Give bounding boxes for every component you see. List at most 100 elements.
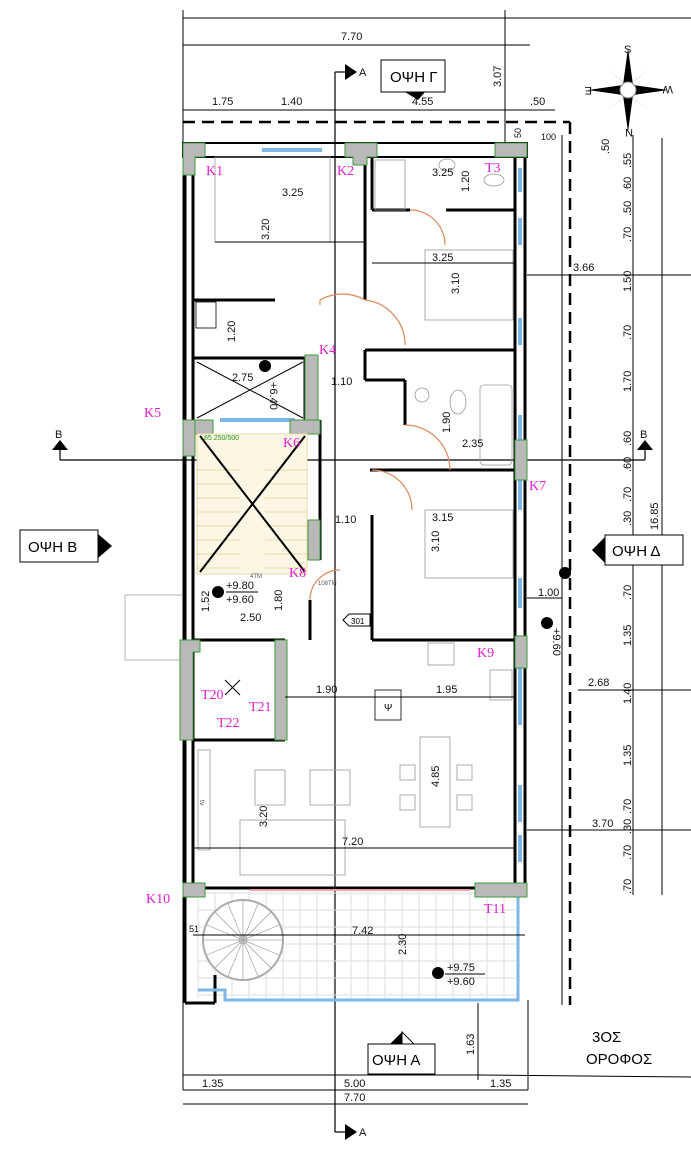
doors	[309, 209, 451, 601]
dim-bottom-1: 1.35	[202, 1078, 223, 1090]
dim-room-19: 1.95	[436, 684, 457, 696]
label-k5: K5	[144, 406, 161, 421]
dim-room-6: 1.20	[226, 321, 238, 342]
label-t20: T20	[201, 688, 224, 703]
level-right: +9.60	[550, 628, 562, 656]
dim-right-19: .70	[622, 879, 634, 894]
dim-room-2: 3.25	[432, 167, 453, 179]
stair-spec: 85 250/500	[204, 435, 239, 442]
dim-bottom-2: 5.00	[344, 1078, 365, 1090]
section-b-left-label: B	[55, 429, 62, 441]
staircase	[196, 361, 308, 575]
compass-s: S	[624, 44, 631, 56]
dim-room-16: 2.50	[240, 612, 261, 624]
dim-right-2: .60	[622, 177, 634, 192]
label-t22: T22	[217, 716, 240, 731]
dim-room-12: 1.10	[335, 514, 356, 526]
dim-right-overall: 16.85	[649, 502, 661, 530]
dim-room-11: 2.35	[462, 438, 483, 450]
dim-top-100: 100	[541, 132, 556, 142]
elevation-marker-left	[19, 529, 112, 563]
section-a-top-arrow-icon	[345, 64, 357, 80]
dim-right-8: .60	[622, 431, 634, 446]
walls	[182, 142, 528, 1005]
section-b-right-label: B	[640, 429, 647, 441]
level-balcony-bottom: +9.60	[447, 976, 475, 988]
tag-301-label: 301	[351, 617, 365, 626]
level-stair-top: +9.80	[226, 580, 254, 592]
site-boundary	[124, 10, 691, 1090]
dim-room-13: 3.15	[432, 512, 453, 524]
dim-right-0: .50	[600, 139, 612, 154]
dim-room-23: 7.42	[352, 925, 373, 937]
dim-right-17: .30	[622, 819, 634, 834]
flue-symbol: Ψ	[384, 703, 392, 714]
level-balcony-top: +9.75	[447, 962, 475, 974]
dim-bottom-overall: 7.70	[344, 1092, 365, 1104]
dim-room-9: 1.10	[331, 376, 352, 388]
label-t11: T11	[484, 902, 506, 917]
dim-right-16: .70	[622, 799, 634, 814]
dim-right-12: .70	[622, 585, 634, 600]
dim-right-6: .70	[622, 325, 634, 340]
spiral-stair	[202, 899, 284, 981]
section-line-b	[52, 440, 653, 461]
section-b-right-arrow-icon	[637, 440, 653, 450]
elevation-left-label: ΟΨΗ Β	[28, 539, 77, 556]
dim-top-1: 1.75	[212, 96, 233, 108]
floor-title-line2: ΟΡΟΦΟΣ	[586, 1051, 652, 1068]
section-a-top-label: A	[359, 67, 367, 79]
dim-right-5: 1.50	[622, 271, 634, 292]
dim-right-18: .70	[622, 845, 634, 860]
compass-w: W	[662, 83, 673, 95]
dim-room-7: 2.75	[232, 372, 253, 384]
label-k6: K6	[283, 436, 300, 451]
dim-right-10: .70	[622, 487, 634, 502]
note-4tm: 4TM	[250, 574, 262, 580]
dim-right-3: .50	[622, 201, 634, 216]
elevation-marker-bottom	[367, 1030, 436, 1075]
dim-room-17: 1.52	[200, 591, 212, 612]
dimension-lines	[183, 44, 691, 1105]
elevation-bottom-label: ΟΨΗ Α	[372, 1052, 420, 1069]
compass-rose-icon	[588, 48, 668, 132]
dim-room-18: 1.90	[316, 684, 337, 696]
dim-bottom-setback: 1.63	[465, 1034, 477, 1055]
elevation-top-label: ΟΨΗ Γ	[390, 69, 437, 86]
dim-right-11: .30	[622, 511, 634, 526]
dim-room-5: 3.10	[450, 273, 462, 294]
dim-right-3-70: 3.70	[592, 818, 613, 830]
section-a-bottom-label: A	[359, 1127, 367, 1139]
label-k8: K8	[289, 566, 306, 581]
dim-room-20: 4.85	[430, 766, 442, 787]
dim-room-8: +6.40	[267, 382, 279, 410]
dim-room-3: 1.20	[460, 171, 472, 192]
dim-right-15: 1.35	[622, 745, 634, 766]
dim-room-25: 51	[189, 924, 199, 934]
level-stair-bottom: +9.60	[226, 594, 254, 606]
dim-room-4: 3.25	[432, 252, 453, 264]
dim-room-15: 1.80	[273, 590, 285, 611]
section-line-a	[334, 64, 357, 1140]
floor-title-line1: 3ΟΣ	[592, 1029, 621, 1046]
level-marker-icons	[212, 360, 571, 979]
label-t3: T3	[485, 161, 501, 176]
dim-right-9: .60	[622, 457, 634, 472]
dim-room-22: 7.20	[342, 836, 363, 848]
tv-label: tv	[198, 800, 205, 806]
dim-right-4: .70	[622, 227, 634, 242]
dim-right-1: .55	[622, 153, 634, 168]
label-k4: K4	[319, 343, 336, 358]
dim-room-24: 2.30	[397, 934, 409, 955]
columns	[179, 142, 528, 898]
note-108tm: 108TM	[318, 581, 337, 587]
elevation-right-label: ΟΨΗ Δ	[612, 543, 660, 560]
dim-bottom-3: 1.35	[490, 1078, 511, 1090]
dim-room-10: 1.90	[441, 412, 453, 433]
furniture	[195, 156, 514, 876]
dim-top-50: 50	[513, 128, 523, 138]
compass-n: N	[625, 126, 633, 138]
dim-room-0: 3.25	[282, 187, 303, 199]
elevation-marker-right	[592, 534, 684, 566]
